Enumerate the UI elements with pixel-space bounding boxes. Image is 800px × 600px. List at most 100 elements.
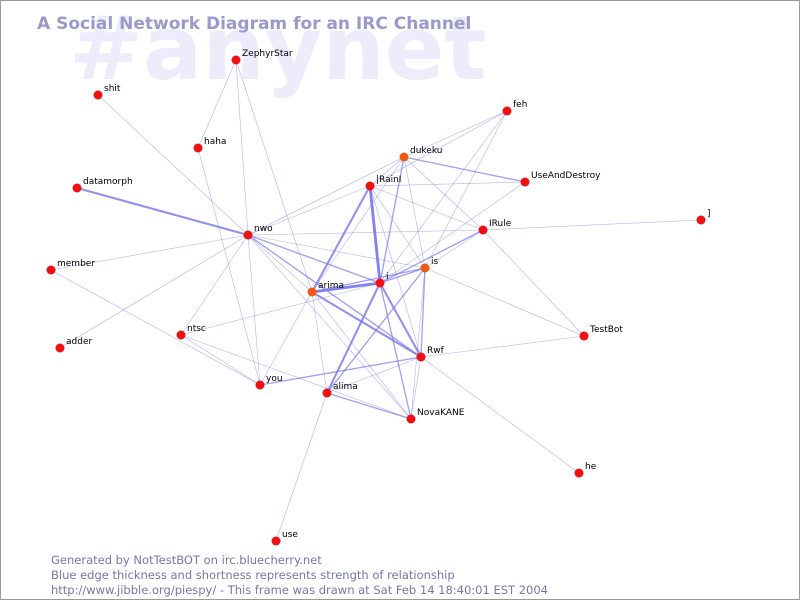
node-bracket: ]: [696, 209, 711, 225]
node-shit: shit: [93, 84, 121, 100]
edge-irule-bracket: [482, 219, 702, 231]
node-label: nwo: [254, 224, 273, 234]
node-dot: [93, 90, 103, 100]
node-feh: feh: [502, 100, 527, 116]
edge-nwo-member: [50, 234, 249, 271]
node-label: i: [386, 272, 389, 282]
edge-i-alima: [325, 281, 382, 395]
node-dot: [406, 414, 416, 424]
node-iraini: |RainI: [365, 175, 401, 191]
node-dot: [271, 536, 281, 546]
node-datamorph: datamorph: [72, 177, 133, 193]
edge-is-i: [379, 267, 426, 284]
node-dot: [696, 215, 706, 225]
edge-nwo-irule: [247, 229, 484, 236]
node-label: |RainI: [376, 175, 401, 185]
node-label: Rwf: [427, 346, 445, 356]
edge-iraini-i: [368, 184, 382, 285]
edge-nwo-you: [247, 234, 261, 386]
edge-rwf-you: [259, 356, 422, 386]
node-dot: [307, 287, 317, 297]
node-nwo: nwo: [243, 224, 273, 240]
node-label: feh: [513, 100, 527, 110]
footer-legend-note: Blue edge thickness and shortness repres…: [51, 568, 455, 582]
node-label: NovaKANE: [417, 408, 465, 418]
footer-generated-by: Generated by NotTestBOT on irc.bluecherr…: [51, 553, 322, 567]
node-label: adder: [66, 337, 92, 347]
edge-i-arima: [310, 281, 382, 294]
edge-i-rwf: [378, 281, 423, 359]
edge-dukeku-irule: [403, 156, 484, 231]
node-dot: [176, 330, 186, 340]
node-dot: [46, 265, 56, 275]
edge-dukeku-arima: [311, 156, 405, 293]
node-use: use: [271, 530, 298, 546]
footer-url-timestamp: http://www.jibble.org/piespy/ - This fra…: [51, 583, 548, 597]
edge-dukeku-iraini: [369, 156, 405, 187]
node-dot: [416, 352, 426, 362]
edge-useanddestroy-iraini: [369, 181, 526, 187]
node-dot: [255, 380, 265, 390]
node-member: member: [46, 259, 95, 275]
node-label: dukeku: [410, 146, 442, 156]
edge-feh-is: [424, 110, 508, 269]
node-testbot: TestBot: [579, 325, 623, 341]
edge-dukeku-useanddestroy: [403, 156, 526, 183]
node-dot: [193, 143, 203, 153]
edge-nwo-novakane: [247, 234, 412, 420]
node-label: you: [266, 374, 283, 384]
edge-nwo-adder: [59, 234, 249, 349]
node-dukeku: dukeku: [399, 146, 442, 162]
node-arima: arima: [307, 281, 344, 297]
node-dot: [375, 278, 385, 288]
node-label: ZephyrStar: [242, 49, 293, 59]
edge-alima-use: [275, 392, 328, 542]
node-dot: [478, 225, 488, 235]
edge-zephyrstar-haha: [197, 59, 237, 149]
edge-shit-nwo: [97, 94, 249, 236]
node-is: is: [420, 257, 439, 273]
edge-nwo-iraini: [247, 185, 371, 236]
edge-rwf-alima: [326, 356, 422, 394]
edge-arima-you: [259, 291, 313, 386]
node-useanddestroy: UseAndDestroy: [520, 171, 601, 187]
edge-is-novakane: [410, 267, 426, 420]
edge-irule-is: [424, 229, 484, 269]
node-irule: IRule: [478, 219, 512, 235]
node-dot: [72, 183, 82, 193]
edge-alima-novakane: [326, 392, 412, 420]
node-label: IRule: [489, 219, 512, 229]
edge-feh-dukeku: [403, 110, 508, 158]
edge-zephyrstar-nwo: [235, 59, 249, 236]
node-label: ]: [707, 209, 711, 219]
edge-iraini-rwf: [369, 185, 422, 358]
edge-dukeku-i: [379, 156, 405, 284]
edge-nwo-is: [247, 234, 426, 269]
edge-nwo-arima: [247, 234, 313, 293]
edge-nwo-ntsc: [180, 234, 249, 336]
edge-is-rwf: [420, 267, 426, 358]
node-dot: [502, 106, 512, 116]
edge-iraini-is: [369, 185, 426, 269]
node-label: use: [282, 530, 298, 540]
edge-nwo-dukeku: [247, 156, 405, 236]
node-label: arima: [318, 281, 344, 291]
node-dot: [55, 343, 65, 353]
edge-iraini-arima: [310, 184, 372, 294]
edge-member-you: [50, 269, 261, 386]
node-ntsc: ntsc: [176, 324, 206, 340]
edge-irule-testbot: [482, 229, 585, 337]
edge-is-testbot: [424, 267, 585, 337]
edge-arima-alima: [311, 291, 328, 394]
node-label: datamorph: [83, 177, 133, 187]
node-dot: [243, 230, 253, 240]
node-rwf: Rwf: [416, 346, 445, 362]
node-he: he: [574, 462, 597, 478]
nodes-layer: ZephyrStarshithahafehdukekuUseAndDestroy…: [46, 49, 711, 546]
edge-dukeku-is: [403, 156, 426, 269]
node-dot: [579, 331, 589, 341]
node-zephyrstar: ZephyrStar: [231, 49, 293, 65]
edge-datamorph-nwo: [75, 186, 250, 237]
edge-ntsc-you: [180, 334, 261, 386]
